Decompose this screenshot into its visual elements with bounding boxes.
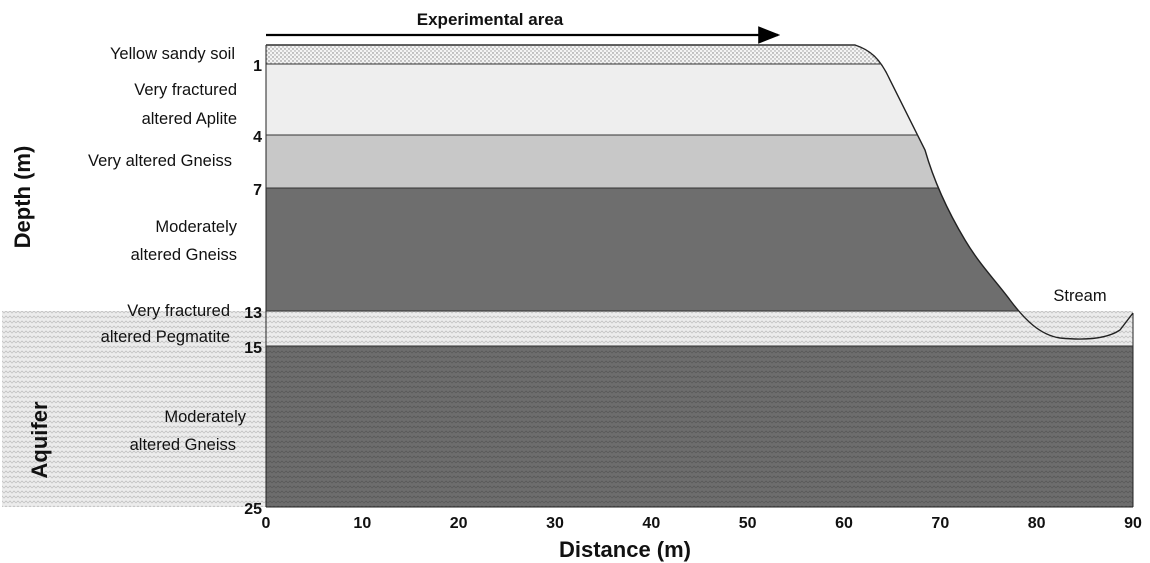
layer-bands: [266, 45, 1133, 507]
ground-surface-profile: [266, 44, 1134, 340]
layer-very-fractured-altered-pegmatite: [266, 311, 1133, 346]
layer-label-very-fractured-altered-aplite-line2: altered Aplite: [142, 110, 237, 128]
x-tick-label: 50: [739, 515, 757, 532]
layer-moderately-altered-gneiss-upper: [266, 188, 1133, 311]
depth-tick-label: 4: [253, 129, 262, 146]
x-tick-label: 60: [835, 515, 853, 532]
x-tick-label: 90: [1124, 515, 1142, 532]
layer-label-very-altered-gneiss-line1: Very altered Gneiss: [88, 152, 232, 170]
y-axis-title: Depth (m): [10, 146, 35, 249]
layer-label-very-fractured-altered-aplite-line1: Very fractured: [134, 81, 237, 99]
x-tick-label: 20: [450, 515, 468, 532]
layer-yellow-sandy-soil: [266, 45, 1133, 64]
layer-very-fractured-altered-aplite: [266, 64, 1133, 135]
depth-axis-ticks: 1 4 7 13 15 25: [244, 58, 262, 518]
depth-tick-label: 1: [253, 58, 262, 75]
layer-label-moderately-altered-gneiss-lower-line2: altered Gneiss: [130, 436, 236, 454]
aquifer-label: Aquifer: [27, 401, 52, 478]
depth-tick-label: 7: [253, 182, 262, 199]
layer-label-yellow-sandy-soil-line1: Yellow sandy soil: [110, 45, 235, 63]
x-tick-label: 80: [1028, 515, 1046, 532]
x-axis-title: Distance (m): [559, 537, 691, 562]
x-tick-label: 30: [546, 515, 564, 532]
depth-tick-label: 15: [244, 340, 262, 357]
x-tick-label: 10: [353, 515, 371, 532]
layer-label-very-fractured-altered-pegmatite-line2: altered Pegmatite: [101, 328, 230, 346]
x-axis-ticks: 0 10 20 30 40 50 60 70 80 90: [262, 515, 1142, 532]
layer-label-moderately-altered-gneiss-upper-line1: Moderately: [155, 218, 237, 236]
experimental-area-label: Experimental area: [417, 10, 564, 29]
depth-tick-label: 25: [244, 501, 262, 518]
layer-label-very-fractured-altered-pegmatite-line1: Very fractured: [127, 302, 230, 320]
x-tick-label: 70: [931, 515, 949, 532]
layer-very-altered-gneiss: [266, 135, 1133, 188]
depth-tick-label: 13: [244, 305, 262, 322]
x-tick-label: 40: [642, 515, 660, 532]
layer-label-moderately-altered-gneiss-upper-line2: altered Gneiss: [131, 246, 237, 264]
layer-moderately-altered-gneiss-lower: [266, 346, 1133, 507]
layer-label-moderately-altered-gneiss-lower-line1: Moderately: [164, 408, 246, 426]
x-tick-label: 0: [262, 515, 271, 532]
stream-label: Stream: [1053, 287, 1106, 305]
